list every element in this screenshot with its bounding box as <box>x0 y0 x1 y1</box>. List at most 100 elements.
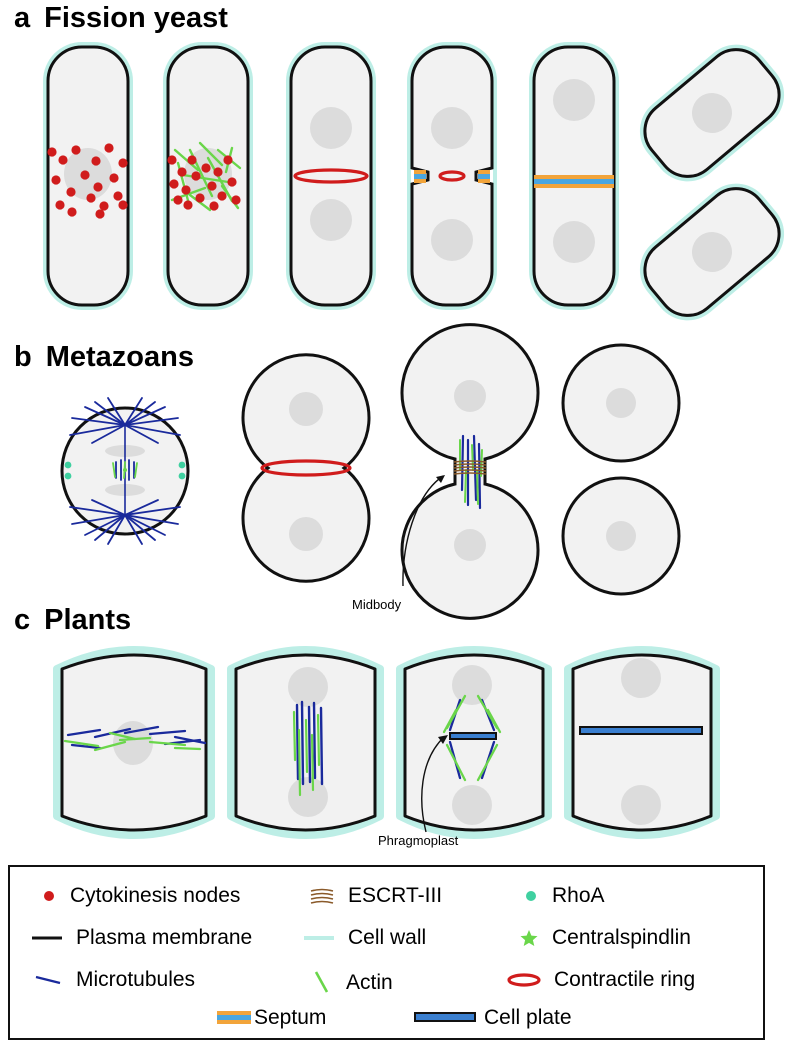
escrt-iii <box>453 466 487 469</box>
legend-label: Centralspindlin <box>552 926 691 949</box>
microtubule <box>69 424 126 436</box>
midbody-label: Midbody <box>352 597 402 612</box>
microtubule <box>124 406 166 426</box>
centralspindlin-icon <box>520 929 538 946</box>
plasma-membrane <box>241 353 371 583</box>
microtubule <box>124 514 143 545</box>
cytokinesis-node <box>187 155 197 165</box>
cytokinesis-node <box>167 155 177 165</box>
phragmoplast-pointer-line <box>421 736 445 833</box>
microtubule <box>295 703 300 781</box>
nucleus <box>606 388 636 418</box>
microtubule <box>124 401 156 426</box>
cytokinesis-node <box>113 191 123 201</box>
microtubule <box>477 442 482 510</box>
nucleus <box>113 721 153 765</box>
actin-filament <box>148 740 187 747</box>
septum <box>414 174 426 179</box>
septum-icon <box>217 1010 251 1024</box>
legend-label: RhoA <box>552 884 605 907</box>
nucleus <box>606 521 636 551</box>
cytokinesis-node <box>95 209 105 219</box>
legend-item-septum: Septum <box>216 1007 326 1028</box>
legend-item-cytokinesis-nodes: Cytokinesis nodes <box>40 885 240 906</box>
cytokinesis-node <box>118 158 128 168</box>
legend-item-rhoa: RhoA <box>522 885 605 906</box>
microtubule <box>124 417 179 426</box>
cytokinesis-node <box>80 170 90 180</box>
microtubule <box>94 401 126 426</box>
cell-plate-icon <box>414 1011 476 1022</box>
actin-filament <box>173 746 202 751</box>
plasma-membrane <box>403 653 545 832</box>
microtubule <box>124 506 181 516</box>
cytokinesis-node <box>67 207 77 217</box>
section-b-letter: b <box>14 341 32 373</box>
nucleus <box>452 785 492 825</box>
nucleus <box>289 517 323 551</box>
nucleus <box>553 221 595 263</box>
legend-item-centralspindlin: Centralspindlin <box>518 927 691 948</box>
nucleus <box>621 658 661 698</box>
microtubule <box>460 434 465 492</box>
septum <box>414 179 426 183</box>
cytokinesis-node-icon <box>44 890 54 901</box>
midbody-pointer-line <box>402 475 444 587</box>
cytokinesis-node <box>207 181 217 191</box>
microtubule <box>148 729 187 736</box>
escrt-iii <box>453 469 487 472</box>
section-a-title: Fission yeast <box>44 2 228 34</box>
rhoa <box>178 472 186 480</box>
microtubule <box>91 499 126 516</box>
cell-plate <box>579 726 703 735</box>
septum <box>414 170 426 174</box>
metazoan-cell-furrowing <box>241 353 371 583</box>
actin-filament <box>442 708 458 734</box>
microtubule <box>84 406 126 426</box>
legend-label: Actin <box>346 970 393 994</box>
nucleus <box>288 777 328 817</box>
legend-label: Microtubules <box>76 968 196 991</box>
nucleus <box>431 219 473 261</box>
actin-filament <box>471 444 474 471</box>
nucleus <box>310 107 352 149</box>
cytokinesis-node <box>191 171 201 181</box>
nucleus <box>692 232 732 273</box>
legend-label: Contractile ring <box>554 968 696 991</box>
metazoan-daughter-cells <box>561 343 681 596</box>
actin-filament <box>476 469 479 505</box>
legend-item-cell-plate: Cell plate <box>412 1007 572 1028</box>
septum <box>478 174 490 179</box>
microtubule <box>107 397 126 426</box>
section-a-letter: a <box>14 2 31 34</box>
contractile-ring-icon <box>507 972 541 987</box>
phragmoplast-label: Phragmoplast <box>378 833 459 848</box>
actin-filament <box>476 743 499 782</box>
section-a-heading: a Fission yeast <box>14 4 228 33</box>
rhoa <box>178 461 186 469</box>
microtubule <box>307 705 312 784</box>
plasma-membrane <box>571 653 713 832</box>
actin-icon <box>314 971 329 993</box>
cytokinesis-node <box>109 173 119 183</box>
actin-filament <box>63 739 100 748</box>
escrt-iii <box>453 463 487 466</box>
actin-filament <box>480 449 483 477</box>
septum <box>534 184 614 188</box>
escrt-iii-icon <box>310 888 334 904</box>
yeast-cell-3 <box>286 42 376 310</box>
cytokinesis-node <box>55 200 65 210</box>
legend-item-cell-wall: Cell wall <box>302 927 426 948</box>
actin-filament <box>292 710 297 762</box>
cytokinesis-node <box>99 201 109 211</box>
nucleus <box>454 380 486 412</box>
cytokinesis-node <box>86 193 96 203</box>
microtubule <box>69 506 126 516</box>
microtubule <box>94 514 126 541</box>
cytokinesis-node <box>231 195 241 205</box>
plant-cell-2 <box>227 646 384 839</box>
septum <box>478 179 490 183</box>
actin-filament <box>486 708 502 734</box>
